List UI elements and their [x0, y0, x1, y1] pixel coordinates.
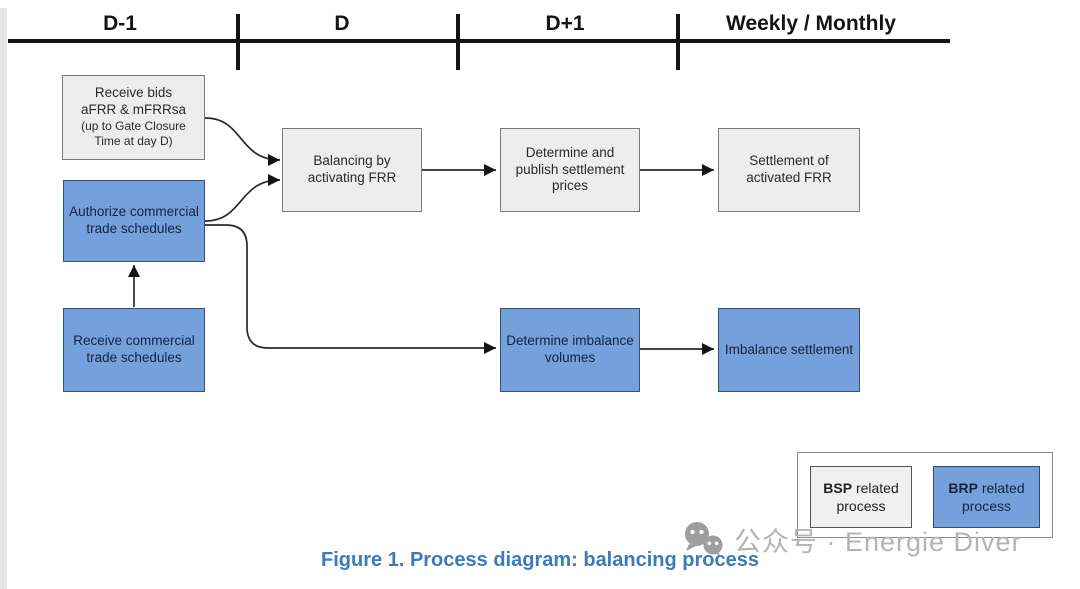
timeline-tick-3 [676, 14, 680, 70]
legend-acronym: BRP [948, 479, 978, 496]
box-text-line: Receive bids [94, 85, 173, 101]
process-box-settlement-prices: Determine and publish settlement prices [500, 128, 640, 212]
wechat-icon [685, 521, 723, 556]
left-edge-strip [0, 8, 7, 589]
box-text: Authorize commercial trade schedules [69, 204, 199, 236]
timeline-label-d: D [334, 12, 350, 35]
timeline-axis [8, 39, 950, 43]
legend-key-bsp: BSP related process [810, 466, 912, 528]
process-box-settlement-frr: Settlement of activated FRR [718, 128, 860, 212]
legend-acronym: BSP [823, 479, 853, 496]
connector-authorize-to-imbalance-volumes [205, 224, 496, 354]
legend-rest: related process [961, 479, 1025, 514]
connector-receive-bids-to-balancing [204, 117, 281, 166]
box-text-line: aFRR & mFRRsa [80, 102, 186, 118]
box-text: Determine and publish settlement prices [515, 144, 625, 194]
timeline-tick-2 [456, 14, 460, 70]
timeline-label-d-plus-1: D+1 [545, 12, 585, 35]
legend-key-text: BSP related process [817, 479, 905, 515]
box-text: Imbalance settlement [724, 341, 854, 357]
legend: BSP related process BRP related process [797, 452, 1053, 538]
box-text: Determine imbalance volumes [506, 333, 634, 365]
timeline-tick-1 [236, 14, 240, 70]
box-text-line: (up to Gate Closure [81, 119, 186, 134]
legend-key-text: BRP related process [940, 479, 1033, 515]
box-text: Settlement of activated FRR [746, 153, 832, 185]
box-text: Balancing by activating FRR [307, 153, 397, 185]
process-box-imbalance-volumes: Determine imbalance volumes [500, 308, 640, 392]
legend-key-brp: BRP related process [933, 466, 1040, 528]
process-box-imbalance-settlement: Imbalance settlement [718, 308, 860, 392]
box-text-line: Time at day D) [94, 134, 173, 149]
timeline-label-weekly-monthly: Weekly / Monthly [726, 12, 896, 35]
legend-rest: related process [836, 479, 899, 514]
connector-authorize-to-balancing [204, 174, 281, 222]
box-text: Receive commercial trade schedules [73, 333, 195, 365]
figure-caption: Figure 1. Process diagram: balancing pro… [321, 549, 759, 571]
process-box-balancing-frr: Balancing by activating FRR [282, 128, 422, 212]
process-box-authorize-schedules: Authorize commercial trade schedules [63, 180, 205, 262]
process-box-receive-schedules: Receive commercial trade schedules [63, 308, 205, 392]
watermark-text: 公众号 · Energie Diver [734, 527, 1022, 557]
timeline-label-d-minus-1: D-1 [103, 12, 137, 35]
watermark: 公众号 · Energie Diver [683, 520, 1022, 559]
process-box-receive-bids: Receive bids aFRR & mFRRsa (up to Gate C… [62, 75, 205, 160]
